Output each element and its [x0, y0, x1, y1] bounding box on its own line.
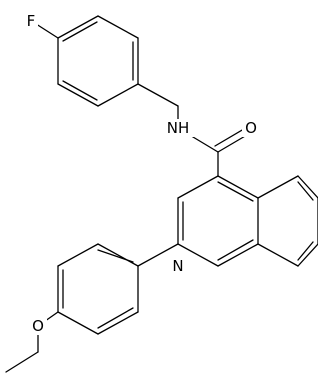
- label-mask: [29, 317, 47, 335]
- bond: [5, 351, 39, 373]
- quinoline-nitrogen-label: N: [172, 257, 183, 275]
- bond: [297, 243, 318, 267]
- bond: [97, 243, 139, 267]
- label-mask: [169, 257, 187, 275]
- bond: [137, 243, 179, 267]
- bond: [257, 243, 299, 267]
- bond: [137, 83, 179, 107]
- bond: [177, 243, 219, 267]
- bond: [62, 21, 98, 42]
- atom-labels: F NH O N O: [24, 12, 260, 335]
- bond: [257, 175, 299, 199]
- label-mask: [24, 12, 38, 30]
- label-mask: [242, 119, 260, 137]
- carbonyl-oxygen-label: O: [245, 119, 257, 137]
- ether-oxygen-label: O: [32, 317, 44, 335]
- bond: [177, 175, 219, 199]
- fluorine-atom-label: F: [27, 12, 36, 30]
- label-mask: [164, 119, 194, 137]
- bond: [297, 181, 314, 201]
- bond: [97, 249, 134, 263]
- bond: [57, 243, 99, 267]
- bond: [217, 175, 259, 199]
- bond: [57, 83, 99, 107]
- bond: [297, 175, 318, 199]
- bond: [217, 239, 254, 261]
- bond: [97, 307, 134, 329]
- bond: [217, 181, 254, 202]
- bonds: [5, 15, 318, 373]
- bond: [57, 15, 99, 39]
- bond: [217, 243, 259, 267]
- bond: [97, 15, 139, 39]
- amide-nh-label: NH: [167, 119, 190, 137]
- bond: [57, 311, 99, 335]
- bond: [97, 83, 139, 107]
- bond: [97, 311, 139, 335]
- bond: [297, 241, 314, 261]
- bond: [62, 80, 98, 101]
